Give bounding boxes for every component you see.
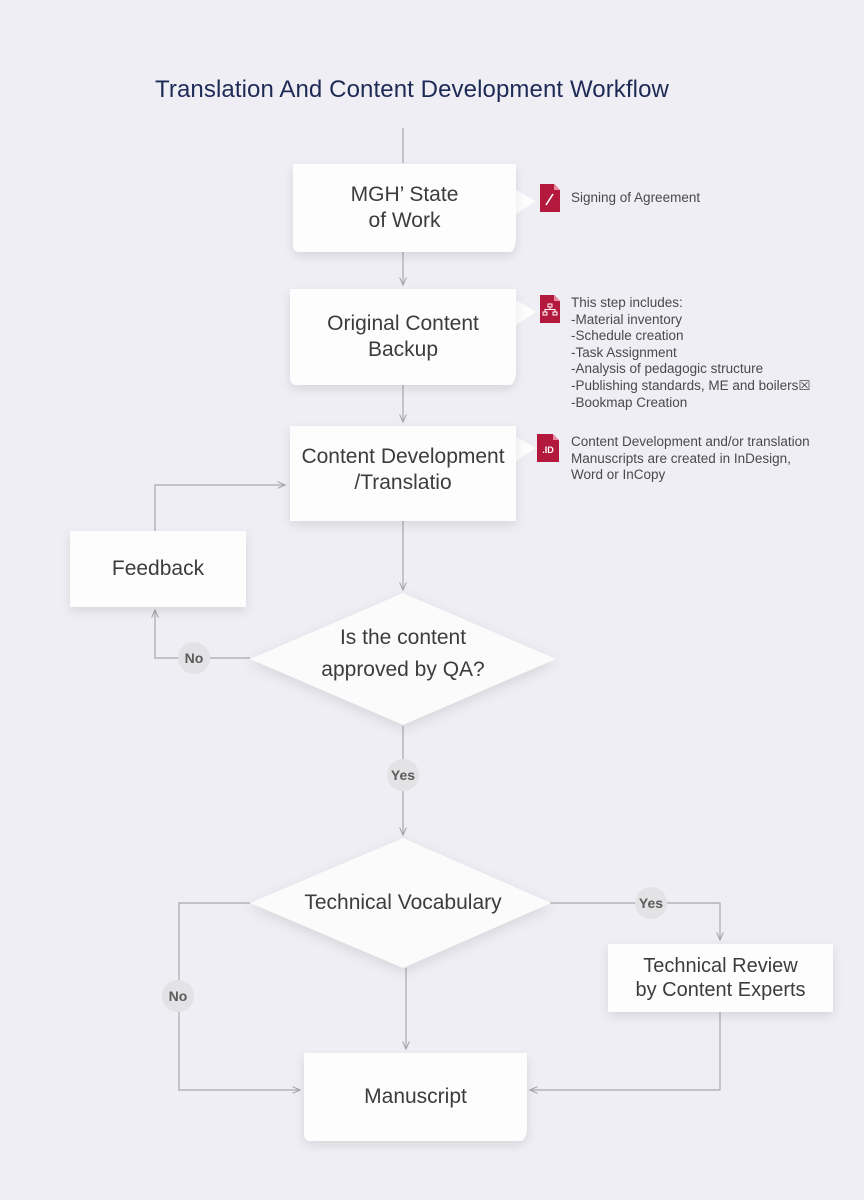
qa-yes-badge: Yes (387, 759, 419, 791)
diagram-title: Translation And Content Development Work… (155, 76, 669, 103)
manuscript-node: Manuscript (304, 1053, 527, 1141)
sitemap-document-icon (540, 295, 560, 323)
arrow-vocab-no-manuscript (178, 902, 300, 1090)
tech-review-label: Technical Review by Content Experts (635, 954, 806, 1001)
callout-pointer-sow (516, 190, 536, 214)
development-label: Content Development /Translatio (301, 444, 505, 494)
indesign-icon-label: .ID (542, 445, 554, 455)
feedback-label: Feedback (111, 557, 205, 581)
qa-no-badge: No (178, 642, 210, 674)
callout-pointer-backup (516, 300, 536, 325)
manuscript-label: Manuscript (364, 1085, 467, 1109)
development-node: Content Development /Translatio (290, 426, 516, 521)
indesign-document-icon: .ID (537, 434, 559, 462)
feedback-node: Feedback (70, 531, 246, 607)
sow-note: Signing of Agreement (571, 190, 701, 205)
qa-decision-diamond (250, 593, 556, 725)
development-note: Content Development and/or translation M… (571, 434, 810, 483)
vocab-yes-badge: Yes (635, 887, 667, 919)
sow-label: MGH’ State of Work (350, 183, 459, 232)
qa-decision-label: Is the content approved by QA? (321, 626, 485, 681)
arrow-qa-no-feedback (155, 610, 250, 659)
backup-note: This step includes: -Material inventory … (571, 295, 811, 410)
tech-review-node: Technical Review by Content Experts (608, 944, 833, 1012)
backup-label: Original Content Backup (327, 312, 479, 361)
callout-pointer-development (516, 437, 536, 461)
pen-document-icon (540, 184, 560, 212)
vocab-decision-label: Technical Vocabulary (304, 891, 502, 914)
arrow-review-manuscript (530, 1012, 721, 1090)
backup-node: Original Content Backup (290, 289, 516, 385)
vocab-no-badge: No (162, 980, 194, 1012)
arrow-vocab-yes-review (550, 902, 720, 940)
sow-node: MGH’ State of Work (293, 164, 516, 252)
vocab-decision-diamond (250, 838, 551, 968)
arrow-feedback-development (154, 485, 285, 531)
